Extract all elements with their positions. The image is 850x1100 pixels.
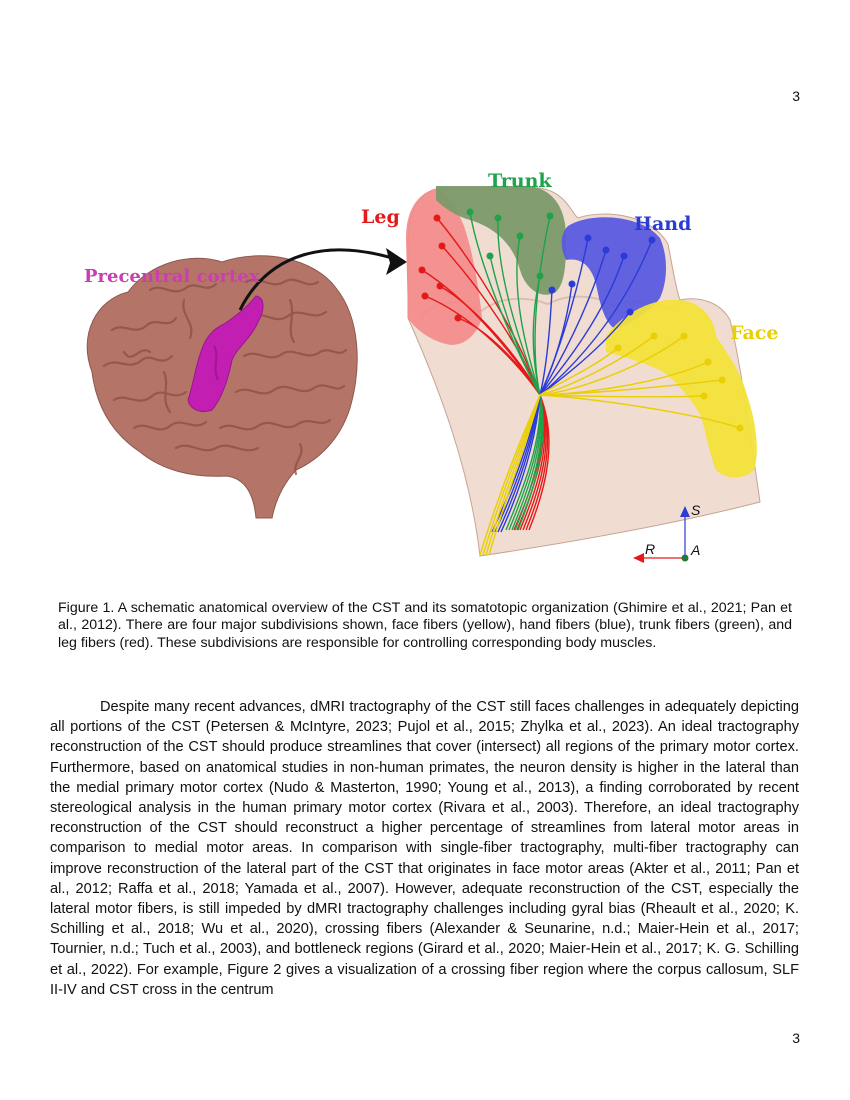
hand-endpoints <box>548 234 656 316</box>
page-number-top: 3 <box>792 88 800 104</box>
leg-endpoints <box>418 214 462 322</box>
cst-figure: Precentral cortex Leg Trunk Hand Face S … <box>84 170 778 563</box>
face-endpoints <box>614 332 744 432</box>
label-precentral-cortex: Precentral cortex <box>84 266 260 287</box>
axis-superior-label: S <box>691 502 701 518</box>
label-leg: Leg <box>361 206 400 228</box>
brain-illustration <box>86 255 358 519</box>
face-fibers <box>479 335 741 556</box>
orientation-axes: S R A <box>633 502 701 563</box>
label-face: Face <box>730 322 778 344</box>
axis-anterior-label: A <box>690 542 700 558</box>
trunk-endpoints <box>466 208 554 280</box>
label-hand: Hand <box>634 213 691 235</box>
axis-right-label: R <box>645 541 655 557</box>
page-number-bottom: 3 <box>792 1030 800 1046</box>
figure-caption: Figure 1. A schematic anatomical overvie… <box>58 600 792 651</box>
body-paragraph: Despite many recent advances, dMRI tract… <box>50 699 799 998</box>
arrow-connector <box>238 248 407 311</box>
label-trunk: Trunk <box>488 170 552 192</box>
